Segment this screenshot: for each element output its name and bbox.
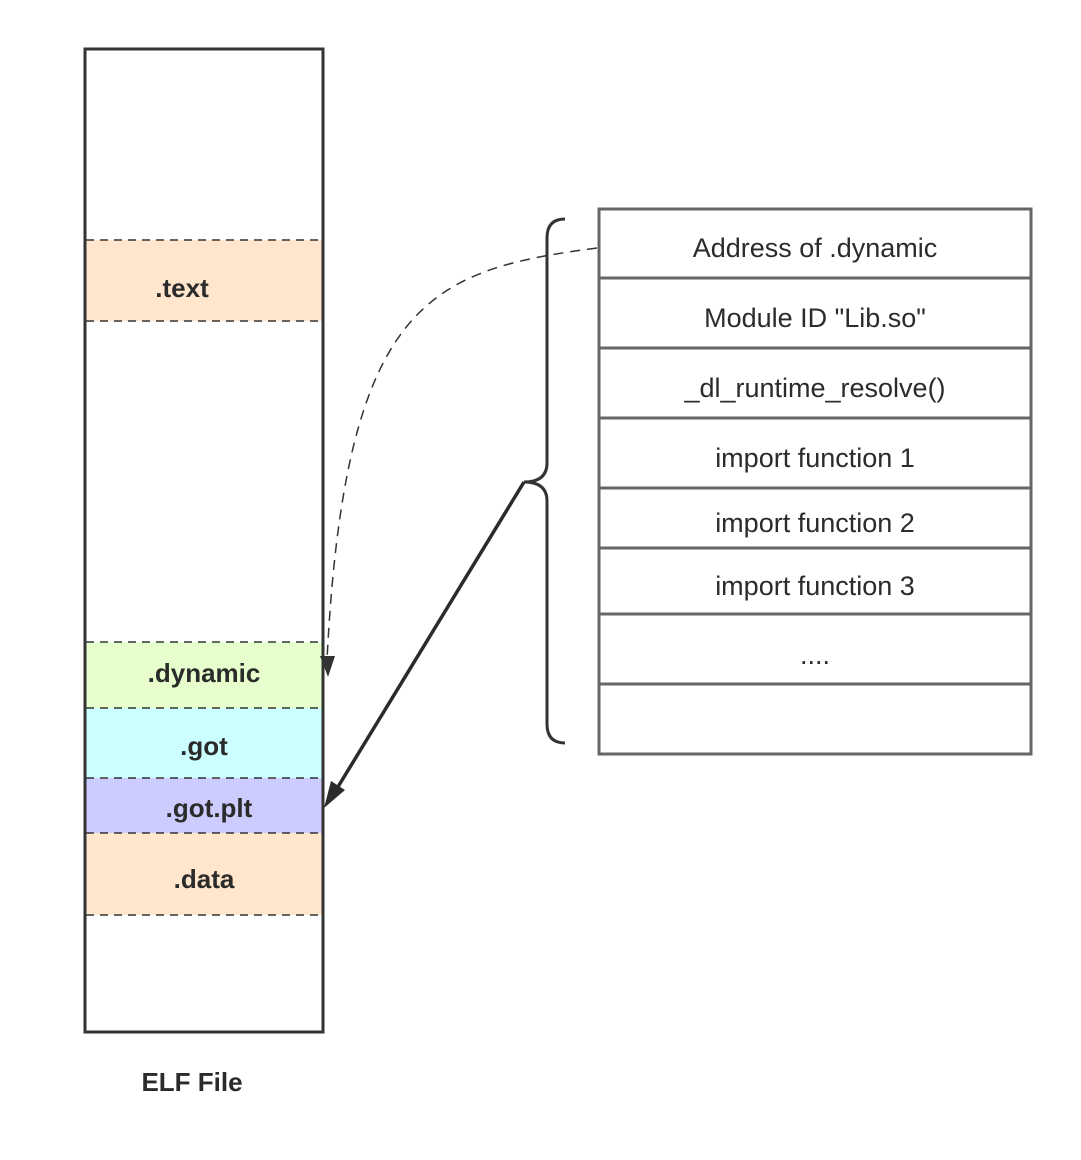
got-plt-table-border <box>597 207 1033 756</box>
data-section-label: .data <box>174 864 235 894</box>
dynamic-section-label: .dynamic <box>148 658 261 688</box>
dynamic-pointer-arrow <box>326 247 598 661</box>
dynamic-section: .dynamic <box>86 641 322 708</box>
text-section-label: .text <box>155 273 209 303</box>
got-entry-import-function-2: import function 2 <box>715 508 915 538</box>
got-entry-module-id: Module ID "Lib.so" <box>704 303 926 333</box>
got-section-label: .got <box>180 731 228 761</box>
got-entry-dynamic-address: Address of .dynamic <box>693 233 938 263</box>
got-entry-ellipsis: .... <box>800 640 830 670</box>
got-plt-pointer-arrow <box>331 481 526 796</box>
text-section: .text <box>86 239 322 322</box>
got-plt-section: .got.plt <box>86 777 322 833</box>
dynamic-pointer-arrowhead <box>320 656 335 677</box>
got-plt-table: Address of .dynamic Module ID "Lib.so" _… <box>597 207 1033 756</box>
curly-brace <box>523 217 566 745</box>
got-entry-runtime-resolve: _dl_runtime_resolve() <box>683 373 945 403</box>
elf-file-border <box>83 47 325 1034</box>
got-entry-import-function-3: import function 3 <box>715 571 915 601</box>
got-entry-import-function-1: import function 1 <box>715 443 915 473</box>
data-section: .data <box>86 832 322 916</box>
elf-file-caption: ELF File <box>141 1067 242 1097</box>
got-plt-section-label: .got.plt <box>166 793 253 823</box>
got-section: .got <box>86 707 322 778</box>
got-plt-pointer-arrowhead <box>324 781 345 808</box>
